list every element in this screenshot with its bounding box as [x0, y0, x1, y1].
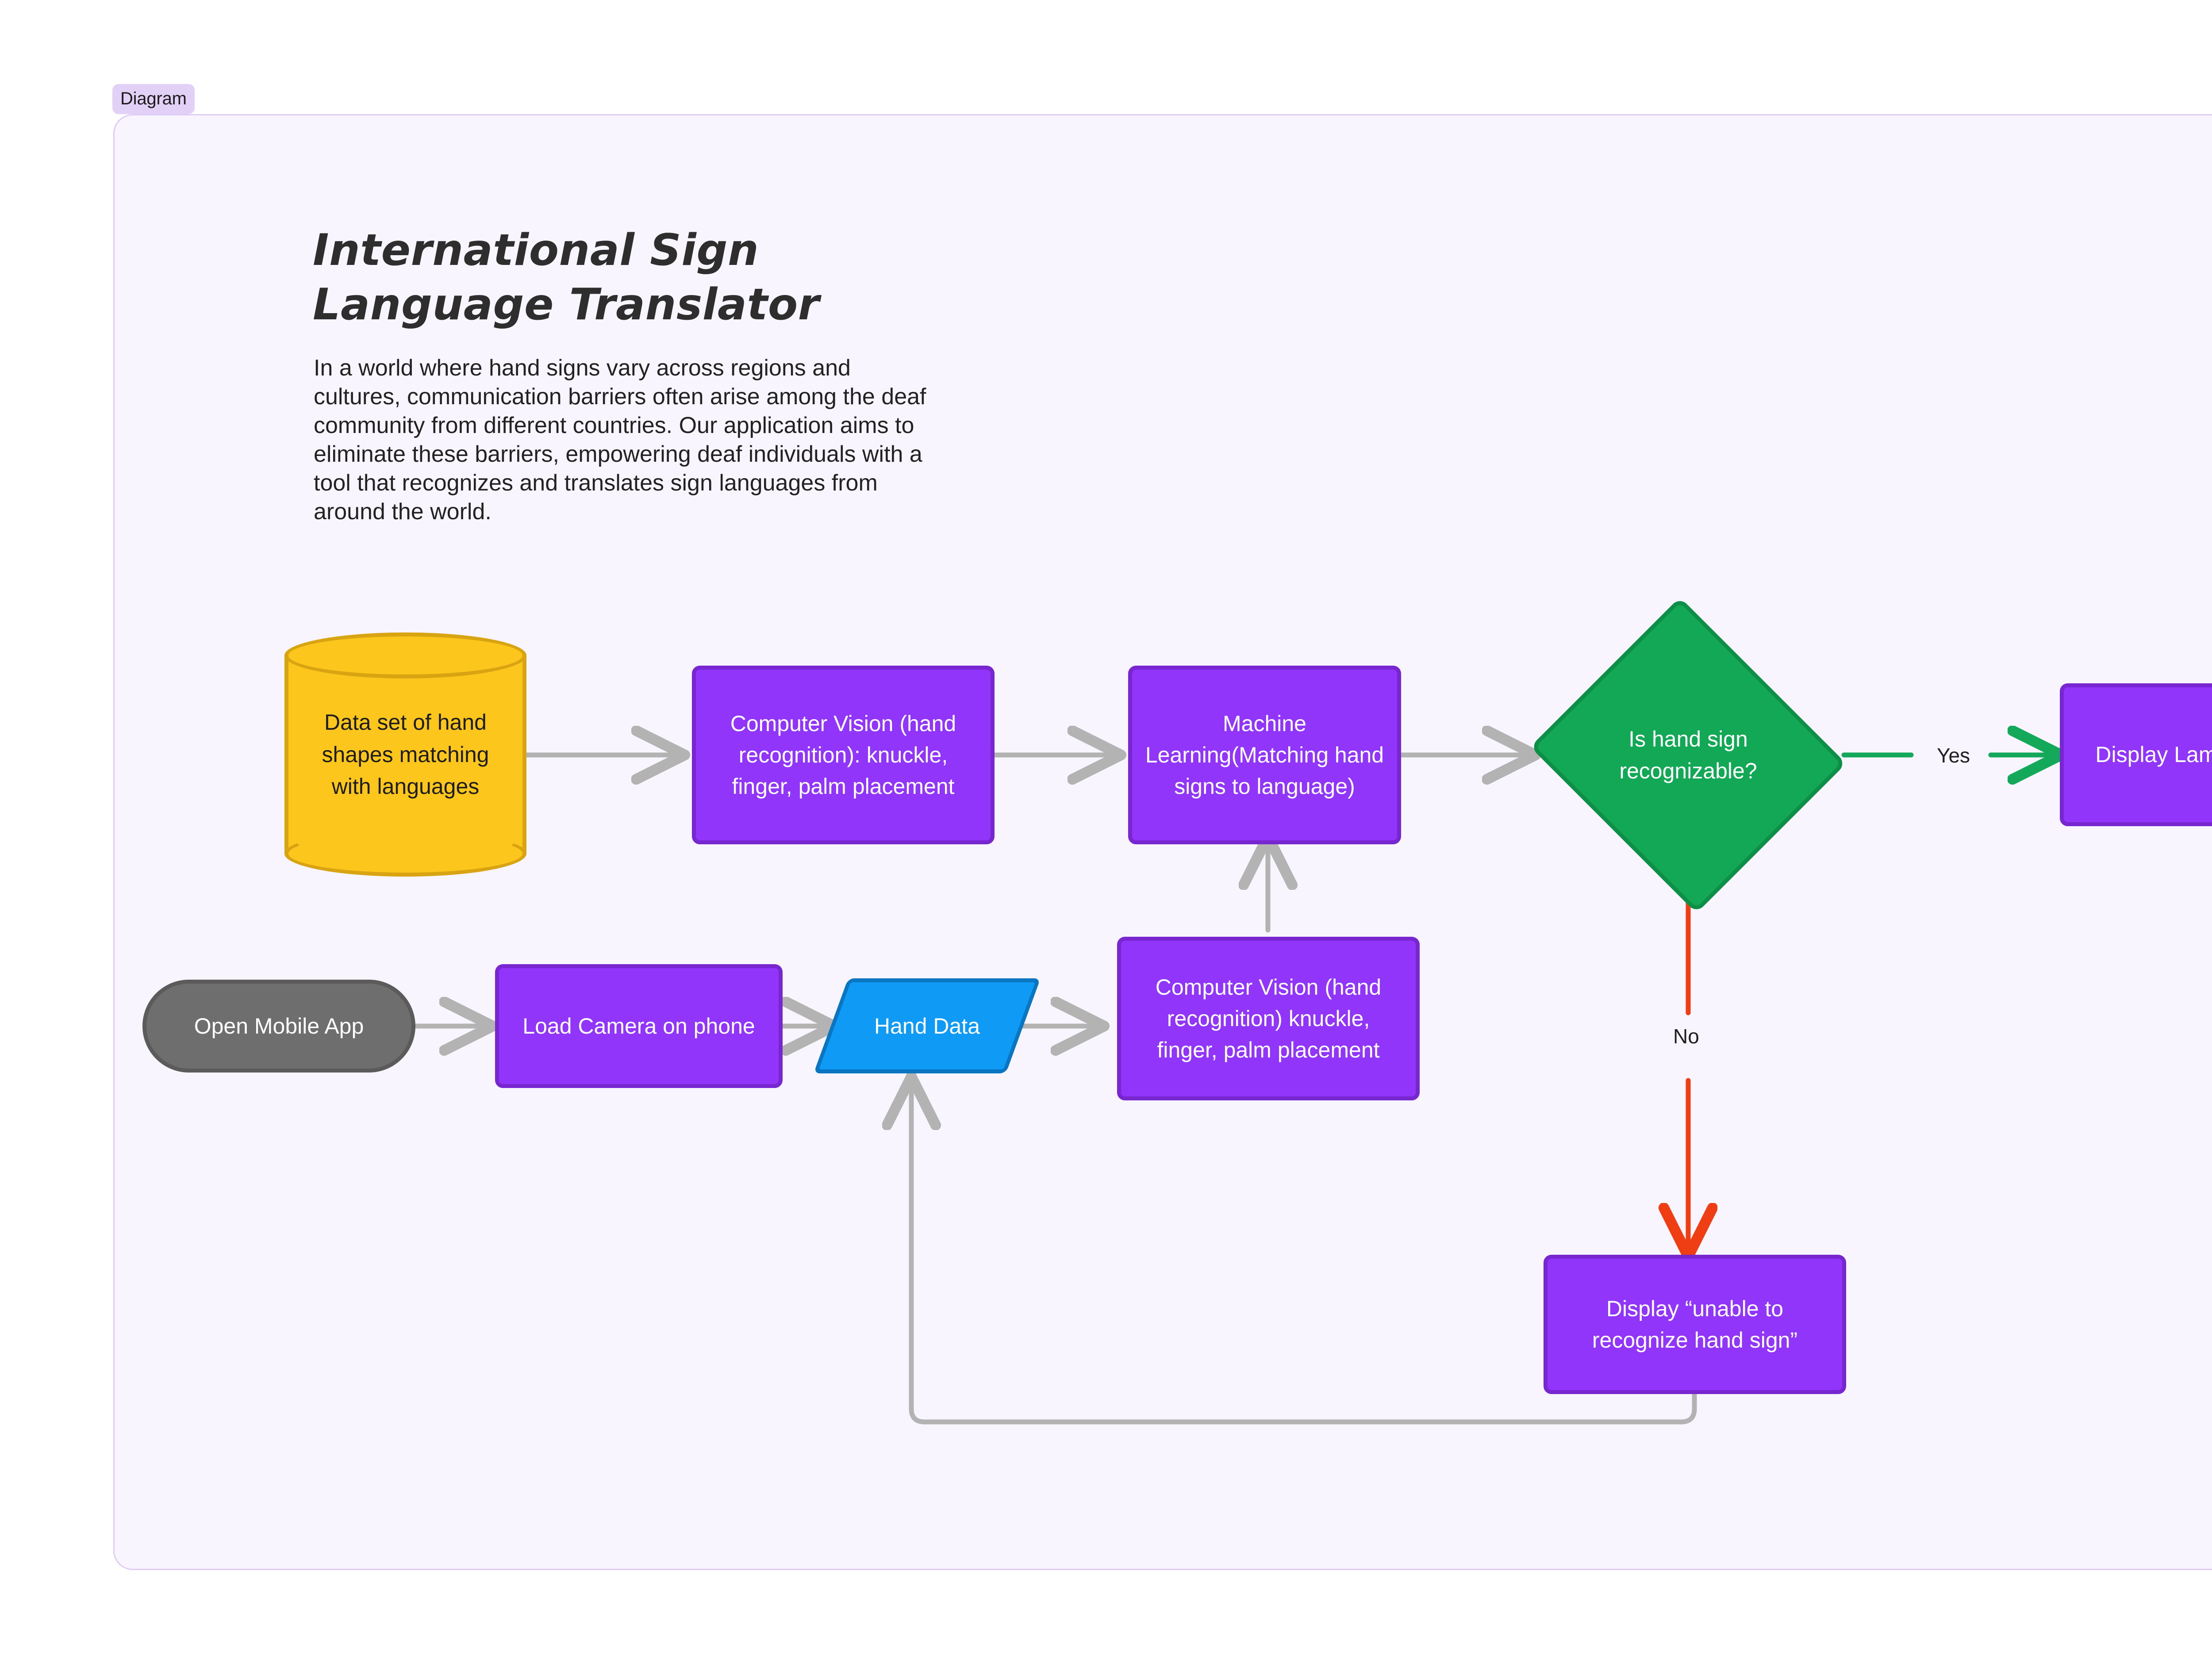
node-label: Display “unable to recognize hand sign” — [1592, 1296, 1798, 1352]
node-decision-recognizable[interactable]: Is hand sign recognizable? — [1530, 597, 1847, 913]
node-machine-learning[interactable]: Machine Learning(Matching hand signs to … — [1128, 666, 1401, 844]
page-description: In a world where hand signs vary across … — [314, 355, 926, 525]
node-display-unable[interactable]: Display “unable to recognize hand sign” — [1544, 1255, 1846, 1394]
page-title: International Sign Language Translator — [313, 225, 820, 330]
cylinder-top-ellipse — [284, 632, 526, 678]
node-label: Hand Data — [874, 1013, 980, 1038]
node-display-language[interactable]: Display Lamguage — [2060, 683, 2212, 826]
node-cv-top[interactable]: Computer Vision (hand recognition): knuc… — [692, 666, 995, 844]
edge-label-yes: Yes — [1937, 744, 1970, 767]
node-label: Data set of hand shapes matching with la… — [322, 710, 489, 799]
node-label: Machine Learning(Matching hand signs to … — [1145, 711, 1384, 799]
node-label: Is hand sign recognizable? — [1619, 726, 1757, 784]
node-label: Load Camera on phone — [522, 1013, 755, 1038]
node-label: Open Mobile App — [194, 1014, 364, 1038]
node-label: Computer Vision (hand recognition) knuck… — [1155, 974, 1382, 1062]
node-dataset[interactable]: Data set of hand shapes matching with la… — [284, 632, 526, 877]
cylinder-bottom-ellipse — [284, 831, 526, 877]
edge-label-no: No — [1673, 1025, 1699, 1048]
node-hand-data[interactable]: Hand Data — [813, 978, 1041, 1073]
diagram-type-tag: Diagram — [112, 84, 195, 114]
node-cv-bottom[interactable]: Computer Vision (hand recognition) knuck… — [1117, 937, 1420, 1100]
node-load-camera[interactable]: Load Camera on phone — [495, 964, 783, 1088]
node-label: Display Lamguage — [2095, 742, 2212, 767]
cylinder-body — [284, 655, 526, 854]
node-open-mobile-app[interactable]: Open Mobile App — [142, 980, 415, 1073]
node-label: Computer Vision (hand recognition): knuc… — [730, 711, 956, 799]
